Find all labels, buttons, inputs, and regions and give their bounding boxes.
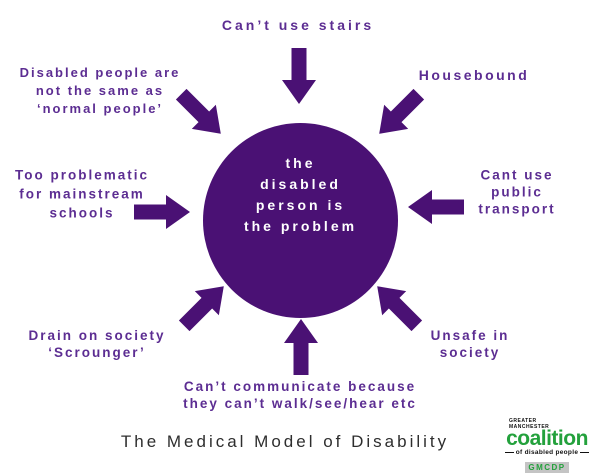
- logo-region-text: GREATER MANCHESTER: [509, 418, 597, 430]
- tagline-dash-icon: [504, 451, 514, 454]
- label-line: not the same as: [35, 83, 165, 98]
- label-line: schools: [49, 205, 115, 221]
- circle-line: the: [285, 155, 316, 171]
- arrow-up-icon: [284, 319, 318, 375]
- label-too-problematic-for-schools: Too problematic for mainstream schools: [15, 166, 149, 223]
- label-line: ‘Scrounger’: [48, 345, 146, 360]
- center-circle-text: the disabled person is the problem: [203, 153, 398, 237]
- label-line: Can’t use stairs: [221, 17, 375, 33]
- arrow-up-left-icon: [377, 286, 423, 332]
- arrow-down-left-icon: [379, 88, 425, 134]
- gmcdp-logo: GREATER MANCHESTER coalition of disabled…: [497, 418, 597, 473]
- label-line: Drain on society: [28, 328, 166, 343]
- label-cant-use-stairs: Can’t use stairs: [222, 17, 374, 33]
- label-line: ‘normal people’: [36, 101, 164, 116]
- circle-line: the problem: [243, 218, 358, 234]
- logo-region-line: MANCHESTER: [509, 423, 550, 430]
- label-unsafe-in-society: Unsafe in society: [431, 327, 510, 361]
- logo-tagline: of disabled people: [497, 449, 597, 456]
- center-circle: the disabled person is the problem: [203, 123, 398, 318]
- label-housebound: Housebound: [419, 67, 530, 83]
- label-cant-communicate: Can’t communicate because they can’t wal…: [183, 378, 417, 412]
- label-line: public: [491, 184, 543, 200]
- label-line: Can’t communicate because: [183, 379, 417, 394]
- label-line: they can’t walk/see/hear etc: [183, 396, 417, 411]
- label-line: Housebound: [418, 67, 530, 83]
- label-line: society: [439, 345, 501, 360]
- tagline-text: of disabled people: [515, 449, 579, 456]
- label-line: Unsafe in: [430, 328, 510, 343]
- label-line: Too problematic: [14, 167, 150, 183]
- logo-region-line: GREATER: [509, 418, 537, 424]
- diagram-caption: The Medical Model of Disability: [120, 432, 450, 451]
- label-cant-use-public-transport: Cant use public transport: [478, 167, 555, 218]
- circle-line: person is: [255, 197, 346, 213]
- logo-acronym-row: GMCDP: [497, 457, 597, 473]
- label-line: Cant use: [480, 167, 554, 183]
- logo-coalition-wordmark: coalition: [506, 427, 588, 450]
- arrow-down-right-icon: [175, 88, 221, 134]
- arrow-down-icon: [282, 48, 316, 104]
- label-not-same-as-normal-people: Disabled people are not the same as ‘nor…: [20, 64, 181, 118]
- label-line: Disabled people are: [19, 65, 181, 80]
- tagline-dash-icon: [580, 451, 590, 454]
- label-drain-on-society: Drain on society ‘Scrounger’: [28, 327, 165, 361]
- arrow-right-icon: [134, 195, 190, 229]
- arrow-up-right-icon: [178, 286, 224, 332]
- circle-line: disabled: [260, 176, 341, 192]
- arrow-left-icon: [408, 190, 464, 224]
- label-line: transport: [478, 201, 556, 217]
- logo-acronym-badge: GMCDP: [525, 462, 569, 473]
- label-line: for mainstream: [19, 186, 145, 202]
